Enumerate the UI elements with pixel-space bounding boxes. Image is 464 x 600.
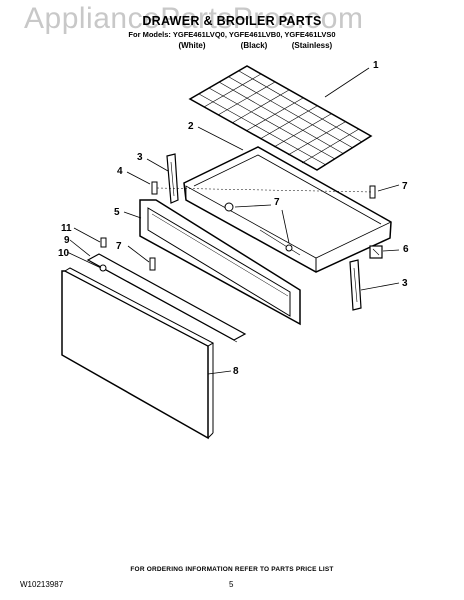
drawer-slide-right [349,259,362,311]
callout-11: 11 [61,223,72,234]
drawer-panel [61,267,215,440]
document-number: W10213987 [20,580,64,589]
page-number: 5 [229,580,234,589]
callout-1: 1 [373,60,379,71]
leader-lines [66,67,400,375]
callout-4: 4 [117,166,123,177]
callout-2: 2 [188,121,194,132]
drawer-front-frame [139,199,301,326]
variant-white: (White) [178,41,206,50]
callout-7-lower: 7 [116,241,122,252]
callout-7-right: 7 [402,181,408,192]
callout-10: 10 [58,248,70,259]
callout-5: 5 [114,207,120,218]
callout-6: 6 [403,244,409,255]
drawer-bracket [369,245,383,259]
spacer-bar [86,253,247,343]
models-line: For Models: YGFE461LVQ0, YGFE461LVB0, YG… [128,30,336,39]
drawer-body [183,146,392,273]
variant-black: (Black) [240,41,268,50]
callout-9: 9 [64,235,70,246]
variant-stainless: (Stainless) [291,41,333,50]
broiler-rack [188,65,373,171]
ordering-info-footer: FOR ORDERING INFORMATION REFER TO PARTS … [130,566,334,573]
callout-3-left: 3 [137,152,143,163]
watermark: AppliancePartsPros.com [24,2,364,35]
drawer-slide-left [166,153,179,204]
diagram-title: DRAWER & BROILER PARTS [142,14,322,28]
callout-3-right: 3 [402,278,408,289]
callout-7-center: 7 [274,197,280,208]
callout-8: 8 [233,366,239,377]
